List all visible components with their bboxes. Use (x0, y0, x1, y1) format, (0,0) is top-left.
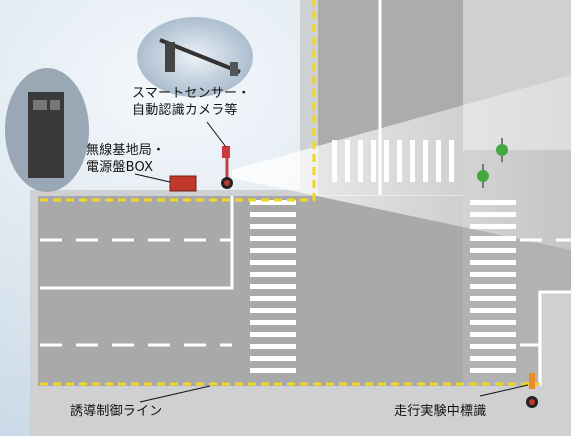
lane-edges (40, 0, 571, 386)
wireless-label-2: 電源盤BOX (86, 160, 154, 175)
crosswalk-right (470, 200, 516, 373)
traffic-signal-icon (477, 138, 508, 188)
cabinet-photo (5, 68, 89, 192)
guide-line-label: 誘導制御ライン (70, 404, 163, 419)
leader-lines (134, 121, 529, 403)
running-sign-label: 走行実験中標識 (394, 404, 487, 419)
sensor-pole-icon (221, 146, 233, 189)
crosswalk-top (332, 140, 454, 182)
lane-dashes (40, 238, 571, 347)
experiment-sign-icon (526, 373, 538, 408)
wireless-label-1: 無線基地局・ (86, 143, 166, 158)
guide-control-line (40, 0, 540, 386)
smart-sensor-label-2: 自動認識カメラ等 (132, 103, 238, 118)
crosswalk-left (250, 200, 296, 373)
right-sidewalk (538, 292, 571, 386)
smart-sensor-label-1: スマートセンサー・ (132, 86, 251, 101)
power-box-icon (169, 175, 197, 192)
road-sensor-photo (137, 17, 253, 97)
